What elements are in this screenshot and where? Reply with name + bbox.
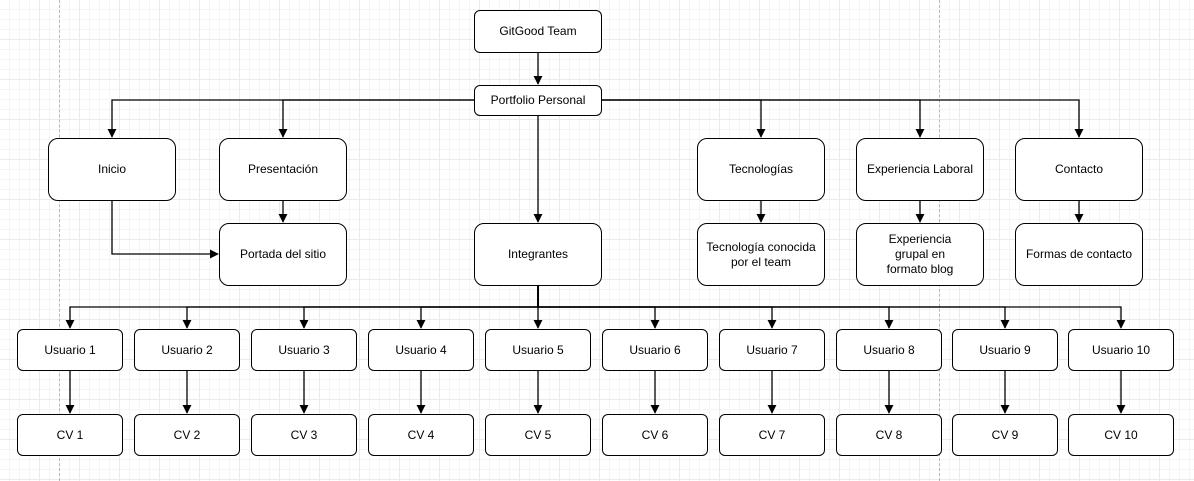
node-usuario-label: Usuario 1 — [44, 342, 96, 357]
node-tecnologia-team-label: Tecnología conocida por el team — [706, 239, 816, 269]
node-usuario-3[interactable]: Usuario 3 — [251, 329, 357, 371]
node-usuario-7[interactable]: Usuario 7 — [719, 329, 825, 371]
node-contacto-label: Contacto — [1054, 162, 1104, 176]
node-cv-label: CV 2 — [173, 427, 201, 442]
node-presentacion[interactable]: Presentación — [219, 138, 347, 201]
node-cv-1[interactable]: CV 1 — [17, 414, 123, 456]
node-formas-contacto[interactable]: Formas de contacto — [1015, 223, 1143, 286]
node-usuario-label: Usuario 7 — [746, 342, 798, 357]
node-usuario-1[interactable]: Usuario 1 — [17, 329, 123, 371]
edge-hub-inicio — [107, 99, 474, 138]
edge-hub-contacto — [602, 99, 1084, 138]
node-usuario-label: Usuario 4 — [395, 342, 447, 357]
node-cv-label: CV 5 — [524, 427, 552, 442]
node-cv-label: CV 9 — [991, 427, 1019, 442]
node-usuario-label: Usuario 6 — [629, 342, 681, 357]
node-usuario-label: Usuario 10 — [1091, 342, 1151, 357]
node-experiencia[interactable]: Experiencia Laboral — [856, 138, 984, 201]
node-cv-5[interactable]: CV 5 — [485, 414, 591, 456]
node-cv-10[interactable]: CV 10 — [1068, 414, 1174, 456]
node-cv-4[interactable]: CV 4 — [368, 414, 474, 456]
edge-integrantes-usuario-10 — [537, 286, 1126, 329]
node-cv-label: CV 7 — [758, 427, 786, 442]
node-cv-3[interactable]: CV 3 — [251, 414, 357, 456]
node-cv-7[interactable]: CV 7 — [719, 414, 825, 456]
node-usuario-label: Usuario 5 — [512, 342, 564, 357]
node-usuario-9[interactable]: Usuario 9 — [952, 329, 1058, 371]
node-cv-8[interactable]: CV 8 — [836, 414, 942, 456]
node-usuario-8[interactable]: Usuario 8 — [836, 329, 942, 371]
node-hub[interactable]: Portfolio Personal — [474, 85, 602, 116]
node-usuario-10[interactable]: Usuario 10 — [1068, 329, 1174, 371]
node-root-label: GitGood Team — [499, 24, 577, 38]
node-formas-contacto-label: Formas de contacto — [1025, 247, 1133, 261]
node-presentacion-label: Presentación — [247, 162, 319, 176]
page-break-left — [59, 0, 60, 481]
node-root[interactable]: GitGood Team — [474, 10, 602, 53]
edge-inicio-portada — [111, 201, 219, 259]
node-experiencia-blog-label: Experiencia grupal en formato blog — [886, 232, 954, 276]
node-cv-label: CV 1 — [56, 427, 84, 442]
node-contacto[interactable]: Contacto — [1015, 138, 1143, 201]
node-integrantes-label: Integrantes — [507, 247, 569, 261]
node-cv-label: CV 10 — [1104, 427, 1138, 442]
node-portada[interactable]: Portada del sitio — [219, 223, 347, 286]
node-experiencia-label: Experiencia Laboral — [866, 162, 974, 176]
node-usuario-2[interactable]: Usuario 2 — [134, 329, 240, 371]
edge-integrantes-usuario-4 — [416, 286, 539, 329]
node-usuario-label: Usuario 9 — [979, 342, 1031, 357]
node-cv-label: CV 6 — [641, 427, 669, 442]
edge-hub-tecnologias — [602, 99, 766, 138]
node-inicio[interactable]: Inicio — [48, 138, 176, 201]
node-cv-label: CV 4 — [407, 427, 435, 442]
node-hub-label: Portfolio Personal — [490, 93, 586, 107]
node-cv-label: CV 8 — [875, 427, 903, 442]
node-usuario-6[interactable]: Usuario 6 — [602, 329, 708, 371]
node-usuario-5[interactable]: Usuario 5 — [485, 329, 591, 371]
node-cv-2[interactable]: CV 2 — [134, 414, 240, 456]
node-usuario-4[interactable]: Usuario 4 — [368, 329, 474, 371]
node-usuario-label: Usuario 8 — [863, 342, 915, 357]
node-cv-label: CV 3 — [290, 427, 318, 442]
node-cv-9[interactable]: CV 9 — [952, 414, 1058, 456]
node-tecnologias[interactable]: Tecnologías — [697, 138, 825, 201]
node-portada-label: Portada del sitio — [239, 247, 327, 261]
node-usuario-label: Usuario 3 — [278, 342, 330, 357]
edge-hub-presentacion — [278, 99, 474, 138]
node-inicio-label: Inicio — [97, 162, 126, 176]
node-integrantes[interactable]: Integrantes — [474, 223, 602, 286]
node-tecnologia-team[interactable]: Tecnología conocida por el team — [697, 223, 825, 286]
node-cv-6[interactable]: CV 6 — [602, 414, 708, 456]
node-tecnologias-label: Tecnologías — [728, 162, 794, 176]
node-usuario-label: Usuario 2 — [161, 342, 213, 357]
node-experiencia-blog[interactable]: Experiencia grupal en formato blog — [856, 223, 984, 286]
